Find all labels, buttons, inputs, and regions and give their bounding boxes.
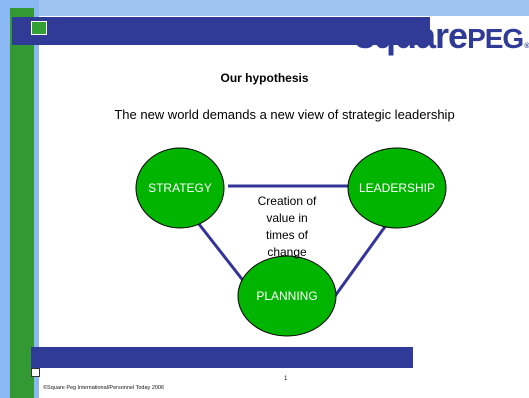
header-band — [12, 17, 430, 45]
footer-band — [31, 347, 413, 368]
logo-part-peg: PEG — [467, 23, 524, 54]
left-decor-bar — [0, 0, 39, 398]
node-label-strategy: STRATEGY — [148, 181, 212, 195]
node-planning — [237, 255, 337, 337]
footer-copyright: ©Square Peg International/Personnel Toda… — [43, 385, 165, 391]
logo-part-square: square — [355, 15, 468, 56]
page-number: 1 — [284, 376, 288, 382]
node-strategy — [135, 147, 225, 229]
center-text-line: Creation of — [258, 194, 317, 208]
node-leadership — [347, 147, 447, 229]
slide-title: Our hypothesis — [220, 71, 309, 85]
footer-square-icon — [31, 368, 40, 377]
squarepeg-logo: squarePEG® — [355, 18, 529, 65]
node-label-planning: PLANNING — [256, 289, 317, 303]
left-green-bar — [10, 8, 34, 398]
node-label-leadership: LEADERSHIP — [359, 181, 435, 195]
slide-subtitle: The new world demands a new view of stra… — [114, 107, 455, 122]
center-text-line: times of — [266, 228, 309, 242]
center-text-line: change — [267, 245, 307, 259]
logo-registered-mark: ® — [524, 43, 529, 50]
top-strip — [0, 0, 529, 16]
header-square-icon — [31, 21, 47, 35]
center-text-line: value in — [266, 211, 307, 225]
